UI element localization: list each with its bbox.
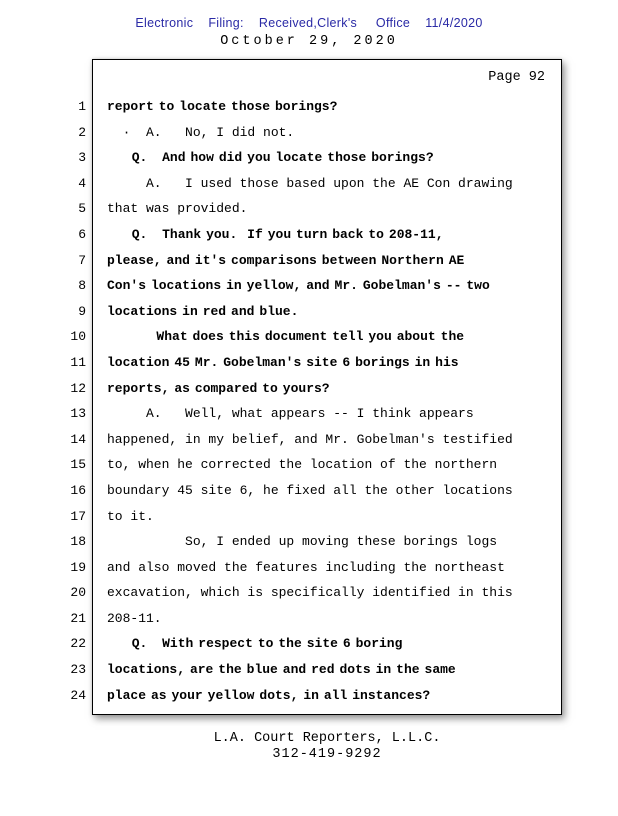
line-number: 22	[70, 636, 86, 652]
line-number: 7	[78, 252, 86, 268]
transcript-line: 5 that was provided.	[78, 196, 547, 222]
transcript-page-box: Page 92 1 report to locate those borings?…	[70, 59, 562, 715]
line-text: that was provided.	[107, 201, 248, 217]
line-number: 16	[70, 482, 86, 498]
line-number: 18	[70, 534, 86, 550]
transcript-line: 15 to, when he corrected the location of …	[70, 452, 547, 478]
line-text: Q. With respect to the site 6 boring	[107, 636, 403, 652]
transcript-line: 14 happened, in my belief, and Mr. Gobelm…	[70, 427, 547, 453]
document-root: Electronic Filing: Received,Clerk's Offi…	[0, 16, 618, 763]
line-text: and also moved the features including th…	[107, 559, 505, 575]
transcript-line: 17 to it.	[70, 504, 547, 530]
line-number: 8	[78, 278, 86, 294]
line-text: place as your yellow dots, in all instan…	[107, 687, 431, 703]
line-number: 9	[78, 303, 86, 319]
line-number: 21	[70, 610, 86, 626]
line-text: Q. Thank you. If you turn back to 208-11…	[107, 226, 444, 242]
line-text: report to locate those borings?	[107, 99, 338, 114]
line-text: locations in red and blue.	[107, 303, 299, 319]
reporter-name: L.A. Court Reporters, L.L.C.	[213, 731, 441, 746]
line-text: reports, as compared to yours?	[107, 380, 330, 396]
transcript-line: 16 boundary 45 site 6, he fixed all the o…	[70, 478, 547, 504]
transcript-line: 11 location 45 Mr. Gobelman's site 6 bori…	[70, 350, 547, 376]
line-text: please, and it's comparisons between Nor…	[107, 252, 465, 268]
transcript-date: October 29, 2020	[220, 34, 398, 49]
line-number: 10	[70, 329, 86, 345]
line-number: 1	[78, 99, 86, 114]
line-number: 17	[70, 508, 86, 524]
transcript-line: 2 · A. No, I did not.	[78, 120, 547, 146]
line-number: 5	[78, 201, 86, 217]
line-text: Con's locations in yellow, and Mr. Gobel…	[107, 278, 490, 294]
reporter-phone: 312-419-9292	[272, 747, 382, 762]
transcript-line: 24 place as your yellow dots, in all inst…	[70, 683, 547, 709]
line-number: 3	[78, 150, 86, 166]
transcript-line: 7 please, and it's comparisons between No…	[78, 248, 547, 274]
line-text: excavation, which is specifically identi…	[107, 585, 513, 601]
transcript-line: 9 locations in red and blue.	[78, 299, 547, 325]
transcript-line: 19 and also moved the features including …	[70, 555, 547, 581]
line-text: So, I ended up moving these borings logs	[107, 534, 498, 550]
transcript-lines: 1 report to locate those borings? 2 · A. N…	[70, 94, 547, 709]
page-number-label: Page 92	[488, 70, 545, 85]
transcript-line: 18 So, I ended up moving these borings l…	[70, 529, 547, 555]
line-text: to, when he corrected the location of th…	[107, 457, 498, 473]
line-number: 15	[70, 457, 86, 473]
line-text: A. Well, what appears -- I think appears	[107, 406, 474, 422]
line-text: 208-11.	[107, 610, 162, 626]
line-text: A. I used those based upon the AE Con dr…	[107, 175, 513, 191]
transcript-line: 20 excavation, which is specifically iden…	[70, 580, 547, 606]
transcript-line: 23 locations, are the blue and red dots i…	[70, 657, 547, 683]
line-number: 11	[70, 354, 86, 370]
transcript-line: 13 A. Well, what appears -- I think appe…	[70, 401, 547, 427]
line-number: 19	[70, 559, 86, 575]
line-number: 12	[70, 380, 86, 396]
transcript-line: 10 What does this document tell you abou…	[70, 324, 547, 350]
line-text: happened, in my belief, and Mr. Gobelman…	[107, 431, 513, 447]
transcript-line: 12 reports, as compared to yours?	[70, 376, 547, 402]
line-text: boundary 45 site 6, he fixed all the oth…	[107, 482, 513, 498]
line-text: · A. No, I did not.	[107, 124, 295, 140]
efiling-stamp: Electronic Filing: Received,Clerk's Offi…	[135, 16, 483, 30]
line-number: 23	[70, 662, 86, 678]
line-number: 13	[70, 406, 86, 422]
transcript-line: 4 A. I used those based upon the AE Con …	[78, 171, 547, 197]
line-number: 6	[78, 226, 86, 242]
line-number: 14	[70, 431, 86, 447]
transcript-line: 8 Con's locations in yellow, and Mr. Gobe…	[78, 273, 547, 299]
line-text: Q. And how did you locate those borings?	[107, 150, 434, 166]
line-text: What does this document tell you about t…	[107, 329, 465, 345]
line-text: location 45 Mr. Gobelman's site 6 boring…	[107, 354, 459, 370]
transcript-line: 6 Q. Thank you. If you turn back to 208-…	[78, 222, 547, 248]
reporter-footer: L.A. Court Reporters, L.L.C. 312-419-929…	[92, 731, 562, 763]
line-number: 20	[70, 585, 86, 601]
line-text: locations, are the blue and red dots in …	[107, 662, 456, 678]
line-text: to it.	[107, 508, 154, 524]
transcript-line: 1 report to locate those borings?	[78, 94, 547, 120]
transcript-line: 3 Q. And how did you locate those boring…	[78, 145, 547, 171]
transcript-line: 22 Q. With respect to the site 6 boring	[70, 631, 547, 657]
line-number: 4	[78, 175, 86, 191]
line-number: 24	[70, 687, 86, 703]
transcript-line: 21 208-11.	[70, 606, 547, 632]
line-number: 2	[78, 124, 86, 140]
